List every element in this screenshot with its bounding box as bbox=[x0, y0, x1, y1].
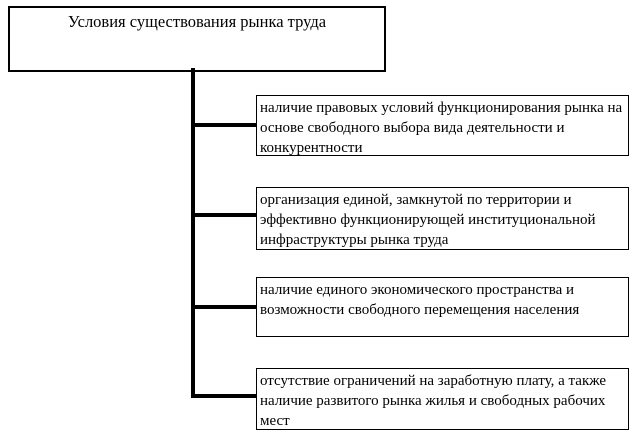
branch-connector-line bbox=[191, 305, 256, 309]
branch-connector-line bbox=[191, 394, 256, 398]
branch-box-wage-housing: отсутствие ограничений на заработную пла… bbox=[256, 368, 629, 430]
branch-label: наличие правовых условий функционировани… bbox=[260, 100, 623, 156]
trunk-connector-line bbox=[191, 68, 195, 398]
branch-connector-line bbox=[191, 213, 256, 217]
branch-box-legal-conditions: наличие правовых условий функционировани… bbox=[256, 95, 629, 156]
diagram-root-label: Условия существования рынка труда bbox=[67, 12, 327, 31]
diagram-root-box: Условия существования рынка труда bbox=[8, 6, 386, 72]
branch-box-economic-space: наличие единого экономического пространс… bbox=[256, 277, 629, 337]
branch-label: организация единой, замкнутой по террито… bbox=[260, 192, 596, 248]
branch-label: отсутствие ограничений на заработную пла… bbox=[260, 373, 607, 429]
branch-label: наличие единого экономического пространс… bbox=[260, 282, 580, 318]
branch-connector-line bbox=[191, 123, 256, 127]
branch-box-infrastructure: организация единой, замкнутой по террито… bbox=[256, 187, 629, 250]
